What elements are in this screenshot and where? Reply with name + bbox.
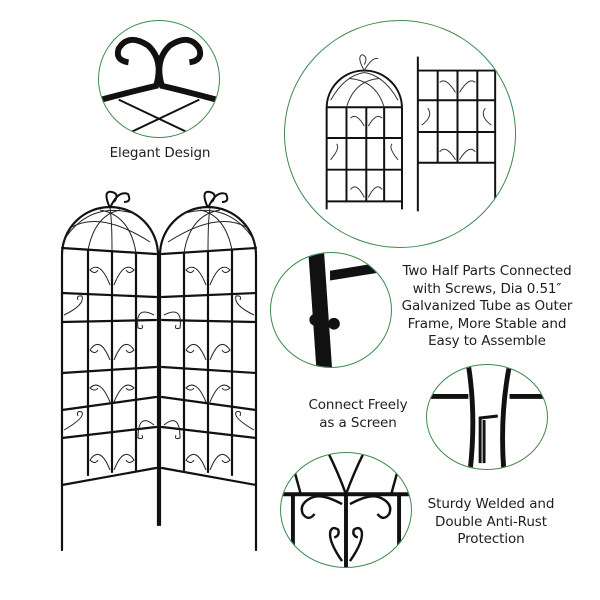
feature-two-parts-circle	[284, 20, 516, 248]
hinge-connection-icon	[427, 365, 547, 469]
feature-elegant-design-circle	[98, 20, 220, 138]
feature-welded-circle	[280, 452, 412, 568]
scroll-detail-icon	[99, 36, 219, 137]
welded-scroll-icon	[281, 453, 411, 567]
caption-connect-line-2: as a Screen	[319, 414, 397, 431]
caption-welded-line-1: Sturdy Welded and	[427, 496, 555, 512]
caption-screws-line-4: Frame, More Stable and	[407, 315, 567, 332]
feature-screws-circle	[270, 252, 392, 368]
caption-screws: Two Half Parts Connected with Screws, Di…	[398, 263, 576, 351]
trellis-panels-icon	[60, 190, 258, 552]
caption-welded-line-2: Double Anti-Rust	[435, 513, 547, 530]
caption-welded-line-3: Protection	[457, 531, 525, 547]
caption-screws-line-5: Easy to Assemble	[428, 333, 546, 349]
two-half-parts-icon	[325, 54, 497, 212]
screw-connection-icon	[308, 253, 391, 367]
caption-elegant-design: Elegant Design	[109, 145, 211, 161]
caption-screws-line-1: Two Half Parts Connected	[402, 263, 572, 279]
caption-connect-line-1: Connect Freely	[308, 397, 408, 413]
caption-welded: Sturdy Welded and Double Anti-Rust Prote…	[416, 496, 566, 549]
caption-screws-line-3: Galvanized Tube as Outer	[401, 298, 573, 314]
main-trellis-image	[40, 180, 275, 560]
caption-screws-line-2: with Screws, Dia 0.51″	[412, 280, 562, 297]
caption-connect: Connect Freely as a Screen	[300, 397, 416, 432]
feature-connect-circle	[426, 364, 548, 470]
